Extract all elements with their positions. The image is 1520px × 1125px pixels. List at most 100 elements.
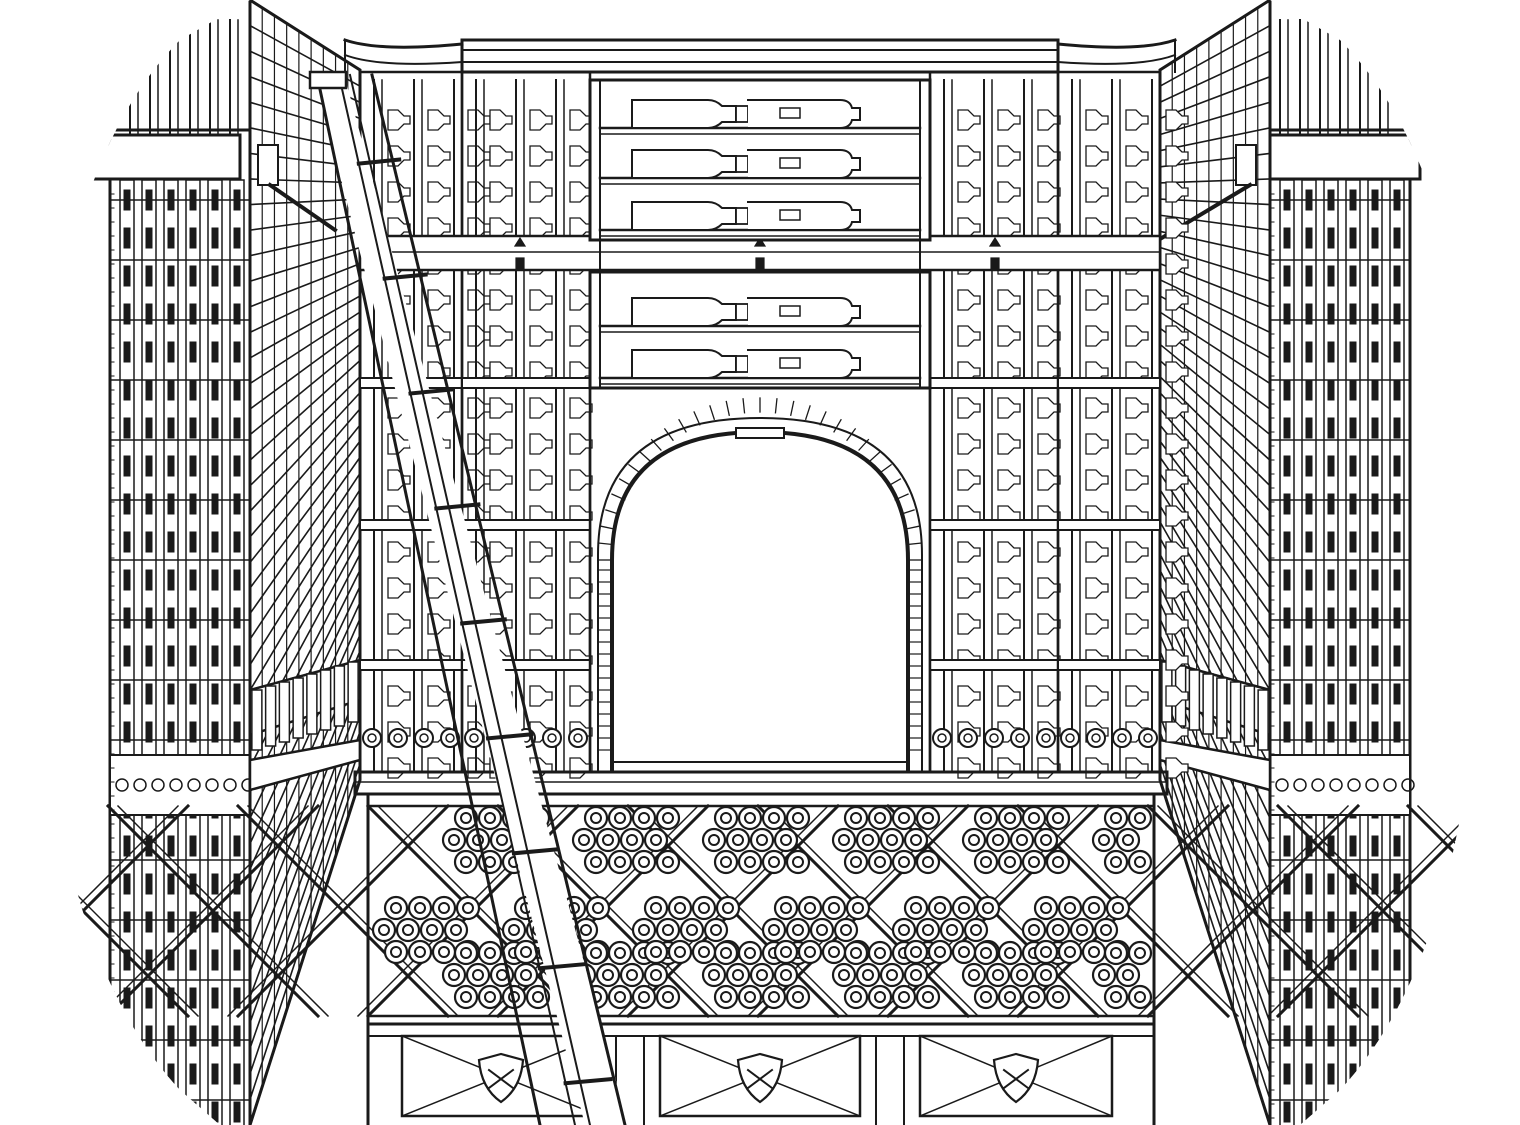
bottle-end <box>383 939 409 965</box>
bottle-end <box>843 940 869 966</box>
bottle-end <box>395 917 421 943</box>
bottle-end <box>383 895 409 921</box>
bottle-end <box>797 895 823 921</box>
bottle-end <box>879 962 905 988</box>
bottle-end <box>903 827 929 853</box>
bottle-end <box>1069 917 1095 943</box>
bottle-end <box>1115 827 1141 853</box>
bottle-end <box>915 849 941 875</box>
bottle-end <box>655 805 681 831</box>
drawer <box>658 1034 862 1118</box>
bottle-end <box>1127 940 1153 966</box>
bottle-end <box>1103 805 1129 831</box>
bottle-end <box>631 849 657 875</box>
bottle-end <box>821 939 847 965</box>
bottle-end <box>619 827 645 853</box>
bottle-end <box>843 849 869 875</box>
bottle-end <box>455 895 481 921</box>
bottle-end <box>701 827 727 853</box>
bottle-end <box>927 939 953 965</box>
bottle-end <box>631 917 657 943</box>
bottle-end <box>761 805 787 831</box>
bottle-lying <box>631 149 861 179</box>
bottle-end <box>1057 895 1083 921</box>
bottle-end <box>667 895 693 921</box>
bottle-end <box>831 827 857 853</box>
bottle-end <box>655 917 681 943</box>
bottle-end <box>891 805 917 831</box>
ladder-rung <box>408 387 455 396</box>
bottle-end <box>431 895 457 921</box>
bottle-end <box>713 849 739 875</box>
bottle-end <box>985 962 1011 988</box>
bottle-end <box>831 962 857 988</box>
bottle-end <box>985 827 1011 853</box>
ladder-rung <box>434 502 481 511</box>
bottle-end <box>785 805 811 831</box>
ladder-rung <box>537 962 587 971</box>
bottle-end <box>1033 895 1059 921</box>
bottle-end <box>713 940 739 966</box>
bottle-end <box>903 895 929 921</box>
bottle-end <box>797 939 823 965</box>
bottle-end <box>655 984 681 1010</box>
ladder-rung <box>356 157 402 166</box>
bottle-end <box>1091 962 1117 988</box>
bottle-end <box>713 805 739 831</box>
bottle-end <box>915 805 941 831</box>
bottle-end <box>1093 917 1119 943</box>
bottle-end <box>691 895 717 921</box>
bottle-end <box>773 895 799 921</box>
bottle-end <box>1103 984 1129 1010</box>
bottle-end <box>643 895 669 921</box>
drawer <box>918 1034 1114 1118</box>
bottle-end <box>643 962 669 988</box>
bottle-end <box>465 962 491 988</box>
bottle-end <box>867 984 893 1010</box>
bottle-end <box>1091 827 1117 853</box>
bottle-end <box>1021 917 1047 943</box>
bottle-end <box>583 849 609 875</box>
bottle-end <box>1033 962 1059 988</box>
bottle-end <box>785 917 811 943</box>
bottle-end <box>643 939 669 965</box>
bottle-end <box>725 962 751 988</box>
bottle-end <box>843 984 869 1010</box>
bottle-end <box>713 984 739 1010</box>
bottle-end <box>631 984 657 1010</box>
bottle-end <box>1021 805 1047 831</box>
bottle-end <box>595 962 621 988</box>
bottle-end <box>903 939 929 965</box>
bottle-end <box>773 962 799 988</box>
bottle-end <box>761 917 787 943</box>
bottle-end <box>1127 984 1153 1010</box>
bottle-end <box>961 827 987 853</box>
ladder-rung <box>460 617 507 626</box>
bottle-end <box>453 940 479 966</box>
bottle-end <box>619 962 645 988</box>
bottle-end <box>513 962 539 988</box>
ladder-rung <box>563 1077 613 1086</box>
crest-emblem <box>477 1052 525 1104</box>
bottle-end <box>583 805 609 831</box>
center-display-shelves <box>588 78 932 390</box>
bottle-end <box>773 939 799 965</box>
bottle-end <box>951 939 977 965</box>
bottle-end <box>1021 984 1047 1010</box>
bottle-end <box>371 917 397 943</box>
bottle-end <box>453 984 479 1010</box>
bottle-end <box>607 805 633 831</box>
bottle-end <box>915 917 941 943</box>
bottle-end <box>489 827 515 853</box>
bottle-end <box>643 827 669 853</box>
bottle-end <box>1009 827 1035 853</box>
bottle-end <box>453 805 479 831</box>
arched-alcove <box>588 386 932 774</box>
bottle-end <box>821 895 847 921</box>
bottle-end <box>679 917 705 943</box>
bottle-end <box>501 984 527 1010</box>
bottle-end <box>961 962 987 988</box>
bottle-lying <box>631 201 861 231</box>
